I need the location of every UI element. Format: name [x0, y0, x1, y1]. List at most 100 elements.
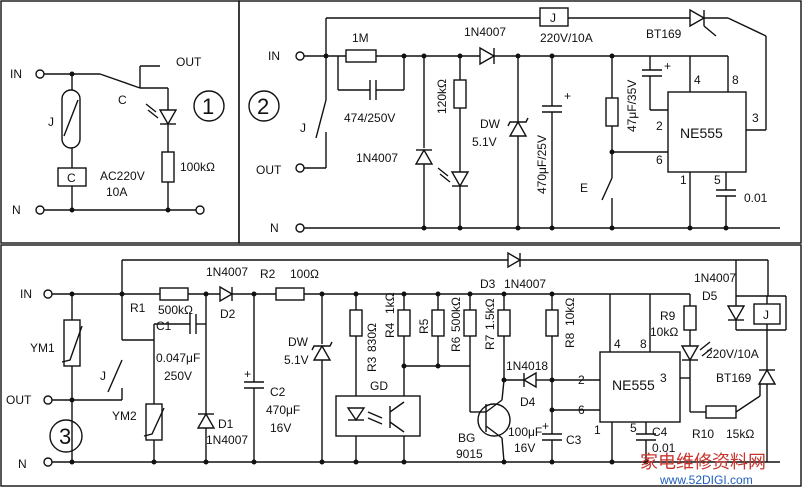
panel-2-relay-rating: 220V/10A — [540, 31, 593, 45]
panel-2-pin8: 8 — [732, 73, 739, 87]
panel-3-d3-label: D3 — [480, 277, 496, 291]
panel-3-pin4: 4 — [614, 337, 621, 351]
panel-1-coil-rating-1: AC220V — [100, 169, 145, 183]
panel-3-relay-j-label: J — [763, 308, 769, 322]
watermark-title: 家电维修资料网 — [640, 452, 766, 473]
panel-3-r9-label: R9 — [660, 309, 676, 323]
panel-2-r-120k — [453, 79, 467, 109]
panel-3-n-terminal — [43, 457, 53, 467]
panel-3-relay-rating: 220V/10A — [706, 347, 759, 361]
panel-3-scr — [757, 368, 777, 385]
panel-3-c1-label: C1 — [156, 319, 172, 333]
panel-3-gd-label: GD — [370, 379, 388, 393]
panel-3-switch-j — [107, 359, 123, 393]
panel-3-diode-top-rail — [507, 251, 522, 269]
panel-2-pin6: 6 — [656, 153, 663, 167]
panel-3-r9-v-label: 10kΩ — [650, 325, 678, 339]
panel-3-r6-v-label: 500kΩ — [449, 297, 463, 332]
panel-1-coil-label: C — [67, 171, 76, 185]
panel-2-n-label: N — [270, 221, 279, 235]
panel-3-frame — [0, 244, 802, 487]
panel-3: 3 IN R1 500kΩ YM1 OUT J — [6, 251, 787, 471]
panel-3-r8-label: R8 — [563, 332, 577, 348]
panel-3-c3-v2-label: 16V — [514, 441, 535, 455]
panel-1-number: 1 — [202, 94, 214, 119]
panel-2-r-vertical — [605, 97, 619, 127]
svg-text:+: + — [564, 89, 571, 103]
panel-1: IN J C AC220V 10A OUT C 100kΩ N — [10, 55, 225, 217]
panel-3-r3-v-label: 830Ω — [365, 323, 379, 352]
panel-3-r1-label: R1 — [130, 301, 146, 315]
panel-2-pin1: 1 — [680, 173, 687, 187]
panel-3-in-terminal — [43, 289, 53, 299]
panel-3-ym2-label: YM2 — [112, 409, 137, 423]
panel-2-frame — [238, 0, 802, 244]
panel-2-d-top-label: 1N4007 — [464, 25, 506, 39]
panel-3-d4-label: D4 — [520, 395, 536, 409]
panel-1-resistor — [161, 151, 175, 183]
panel-3-in-label: IN — [20, 287, 32, 301]
panel-3-out-terminal — [43, 395, 53, 405]
panel-3-pin1: 1 — [594, 423, 601, 437]
panel-3-c2-label: C2 — [270, 385, 286, 399]
panel-2-dw-v-label: 5.1V — [472, 135, 497, 149]
panel-2-d-left-label: 1N4007 — [356, 151, 398, 165]
svg-text:+: + — [664, 59, 671, 73]
panel-2-number: 2 — [257, 94, 269, 119]
panel-2-switch-e-label: E — [580, 181, 588, 195]
panel-2-scr-label: BT169 — [646, 27, 682, 41]
panel-3-d1 — [196, 412, 216, 429]
panel-2-cap-474-label: 474/250V — [344, 111, 395, 125]
panel-3-d1-part-label: 1N4007 — [206, 433, 248, 447]
panel-2-r-1m-label: 1M — [352, 31, 369, 45]
panel-2-number-circle — [248, 90, 280, 122]
svg-text:+: + — [542, 419, 549, 433]
svg-text:+: + — [244, 367, 251, 381]
panel-3-d3-part-label: 1N4007 — [504, 277, 546, 291]
panel-1-in-label: IN — [10, 67, 22, 81]
panel-3-r4-label: R4 — [383, 322, 397, 338]
panel-3-c3-v1-label: 100μF — [508, 425, 542, 439]
panel-3-r4 — [397, 309, 411, 337]
panel-2-r-120k-label: 120kΩ — [435, 79, 449, 114]
panel-3-c1-v2-label: 250V — [164, 369, 192, 383]
panel-2-diode-top — [479, 46, 496, 66]
panel-2-cap-470-label: 470μF/25V — [535, 135, 549, 194]
panel-3-d5 — [726, 305, 746, 322]
panel-3-d4 — [522, 371, 537, 389]
panel-3-bg-label: BG — [458, 431, 475, 445]
panel-3-pin8: 8 — [640, 337, 647, 351]
panel-3-scr-label: BT169 — [716, 371, 752, 385]
panel-3-ne555 — [599, 351, 681, 423]
panel-3-ym1-label: YM1 — [30, 341, 55, 355]
panel-3-d2-part-label: 1N4007 — [206, 265, 248, 279]
panel-3-n-label: N — [18, 457, 27, 471]
panel-1-led — [158, 109, 178, 126]
panel-3-d2-label: D2 — [220, 307, 236, 321]
panel-2-pin5: 5 — [714, 173, 721, 187]
panel-3-r4-v-label: 1kΩ — [383, 292, 397, 314]
panel-3-j-label: J — [100, 369, 106, 383]
panel-3-number-circle — [49, 419, 83, 453]
panel-2-zener — [508, 120, 528, 137]
panel-2-pin2: 2 — [656, 119, 663, 133]
panel-3-r10 — [705, 405, 737, 419]
panel-1-coil-rating-2: 10A — [106, 185, 127, 199]
panel-3-pin5: 5 — [630, 421, 637, 435]
panel-3-r7-label: R7 — [483, 334, 497, 350]
panel-3-r1-v-label: 500kΩ — [158, 303, 193, 317]
panel-2-dw-label: DW — [480, 117, 501, 131]
panel-1-c-label: C — [118, 93, 127, 107]
panel-2-out-label: OUT — [256, 163, 282, 177]
panel-2-switch-j — [315, 99, 327, 139]
panel-3-dw-v-label: 5.1V — [284, 353, 309, 367]
panel-3-r1 — [159, 287, 189, 301]
panel-3-r9 — [683, 305, 697, 331]
panel-3-c4-label: C4 — [652, 425, 668, 439]
panel-2-j-label: J — [300, 121, 306, 135]
watermark-url: www.52DIGI.com — [659, 473, 753, 487]
panel-2-cap-47-label: 47μF/35V — [625, 80, 639, 132]
panel-3-dw — [312, 344, 332, 361]
panel-3-c2-v1-label: 470μF — [266, 403, 300, 417]
